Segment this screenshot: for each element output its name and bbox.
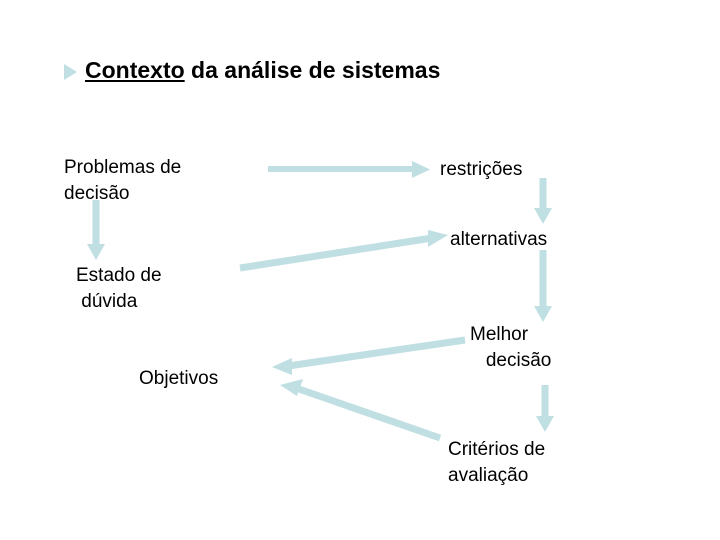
arrow-estado-to-alternativas xyxy=(239,230,448,272)
triangle-right-icon xyxy=(64,63,77,80)
node-objetivos: Objetivos xyxy=(139,368,219,389)
arrow-melhor-to-objetivos xyxy=(272,336,466,375)
node-alternativas: alternativas xyxy=(450,229,548,250)
title-underlined-word: Contexto xyxy=(85,57,185,83)
arrow-problemas-to-estado xyxy=(87,200,105,260)
node-melhor-decisao: Melhor decisão xyxy=(470,324,552,371)
node-estado-duvida: Estado de dúvida xyxy=(76,265,162,312)
title-rest: da análise de sistemas xyxy=(184,57,441,83)
arrow-alternativas-to-melhor xyxy=(534,250,552,322)
page-title: Contexto da análise de sistemas xyxy=(85,57,441,83)
slide-title: Contexto da análise de sistemas xyxy=(64,57,441,83)
arrow-restricoes-to-alternativas xyxy=(534,178,552,224)
node-problemas-decisao: Problemas de decisão xyxy=(64,157,182,204)
node-criterios-avaliacao: Critérios de avaliação xyxy=(448,439,546,486)
arrow-criterios-to-objetivos xyxy=(280,379,442,442)
arrow-melhor-to-criterios xyxy=(536,385,554,432)
node-restricoes: restrições xyxy=(440,159,523,180)
arrow-problemas-to-restricoes xyxy=(268,161,430,178)
